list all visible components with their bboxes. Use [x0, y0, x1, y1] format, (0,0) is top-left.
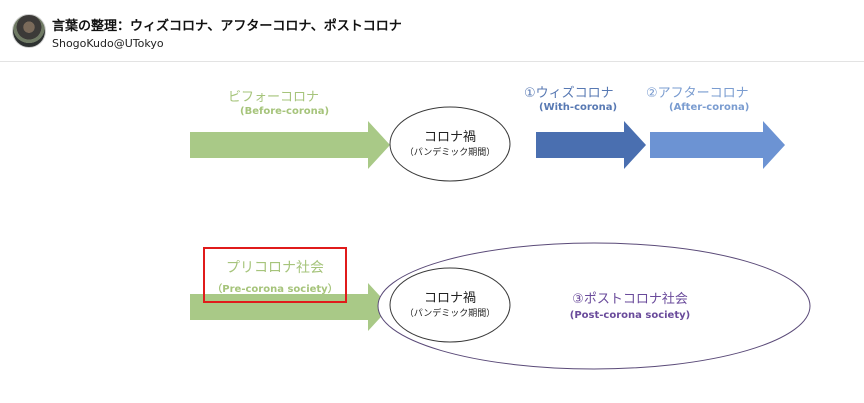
before-corona-label: ビフォーコロナ [228, 90, 320, 105]
before-corona-english: (Before-corona) [240, 106, 330, 117]
with-corona-label: ①ウィズコロナ [524, 86, 614, 101]
before-corona-arrow [190, 121, 390, 169]
avatar[interactable] [12, 14, 46, 48]
pre-corona-english: （Pre-corona society） [212, 284, 338, 295]
diagram: ビフォーコロナ (Before-corona) コロナ禍 （パンデミック期間） … [0, 62, 864, 403]
after-corona-english: (After-corona) [669, 102, 750, 113]
post-title: 言葉の整理：ウィズコロナ、アフターコロナ、ポストコロナ [52, 19, 402, 34]
after-corona-arrow [650, 121, 785, 169]
post-corona-ellipse [377, 242, 811, 370]
pandemic-period-label-row2: （パンデミック期間） [404, 309, 496, 319]
pre-corona-label: プリコロナ社会 [226, 260, 324, 276]
author-name[interactable]: ShogoKudo@UTokyo [52, 37, 164, 50]
pandemic-period-label-row1: （パンデミック期間） [404, 148, 496, 158]
with-corona-arrow [536, 121, 646, 169]
corona-crisis-ellipse-row1 [389, 106, 511, 182]
diagram-shapes [190, 106, 811, 370]
post-corona-english: (Post-corona society) [569, 310, 691, 321]
corona-crisis-ellipse-row2 [389, 267, 511, 343]
corona-crisis-label-row2: コロナ禍 [423, 291, 476, 306]
highlight-box [203, 247, 347, 303]
post-header: 言葉の整理：ウィズコロナ、アフターコロナ、ポストコロナ ShogoKudo@UT… [0, 0, 864, 62]
pre-corona-arrow [190, 283, 390, 331]
corona-crisis-label-row1: コロナ禍 [423, 130, 476, 145]
post-corona-label: ③ポストコロナ社会 [572, 292, 688, 307]
after-corona-label: ②アフターコロナ [646, 86, 749, 101]
with-corona-english: (With-corona) [539, 102, 618, 113]
